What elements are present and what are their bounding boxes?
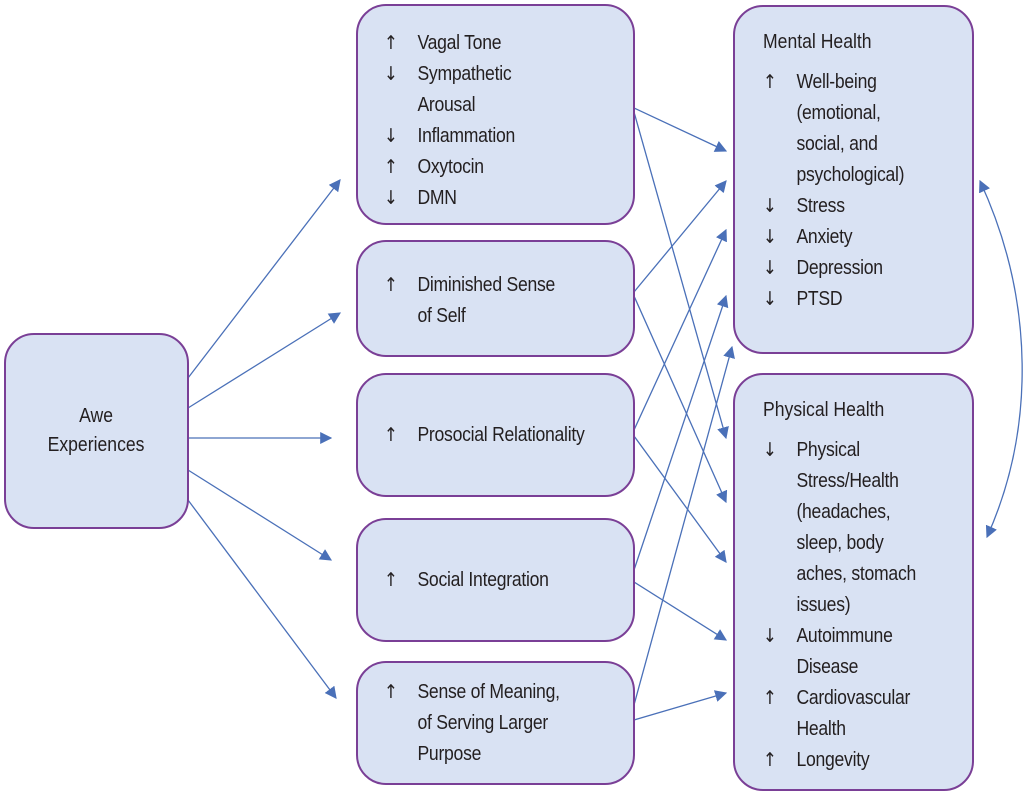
physiology-mechanism-box: ↑ Vagal Tone ↓ Sympathetic Arousal ↓ Inflam… <box>356 4 635 225</box>
up-arrow-icon: ↑ <box>384 681 398 703</box>
outcome-item: ↑ Well-being (emotional, social, and psyc… <box>763 67 947 191</box>
diminished-self-box: ↑ Diminished Sense of Self <box>356 240 635 357</box>
up-arrow-icon: ↑ <box>384 274 398 296</box>
link-meaning-to-mental-arrow <box>633 345 735 706</box>
outcome-item: ↓ Anxiety <box>763 222 947 253</box>
direction-arrow-icon: ↓ <box>763 195 777 217</box>
mechanism-text: Social Integration <box>417 568 549 591</box>
link-physiology-to-physical-arrow <box>633 111 729 440</box>
link-social-to-mental-arrow <box>633 294 729 571</box>
outcome-text: Autoimmune Disease <box>796 625 893 678</box>
mechanism-item: ↓ DMN <box>384 183 603 214</box>
link-self-to-physical-arrow <box>633 295 728 504</box>
direction-arrow-icon: ↑ <box>763 687 777 709</box>
link-meaning-to-physical-arrow <box>633 690 728 721</box>
mechanism-item: ↓ Sympathetic Arousal <box>384 59 603 121</box>
mechanism-text: Sense of Meaning, of Serving Larger Purp… <box>417 681 560 765</box>
outcome-text: Physical Stress/Health (headaches, sleep… <box>796 439 917 616</box>
outcome-item: ↓ PTSD <box>763 284 947 315</box>
mechanism-item: ↑ Prosocial Relationality <box>384 420 585 451</box>
direction-arrow-icon: ↓ <box>384 187 398 209</box>
direction-arrow-icon: ↓ <box>763 625 777 647</box>
outcome-item: ↑ Longevity <box>763 745 947 776</box>
physical-health-title: Physical Health <box>763 399 885 421</box>
sense-of-meaning-box: ↑ Sense of Meaning, of Serving Larger Pur… <box>356 661 635 785</box>
awe-experiences-box: Awe Experiences <box>4 333 189 529</box>
link-prosocial-to-mental-arrow <box>633 228 727 431</box>
link-awe-to-self-arrow <box>187 312 342 409</box>
up-arrow-icon: ↑ <box>384 423 398 446</box>
link-awe-to-meaning-arrow <box>187 499 337 699</box>
direction-arrow-icon: ↓ <box>763 288 777 310</box>
direction-arrow-icon: ↓ <box>384 125 398 147</box>
link-awe-to-physiology-arrow <box>187 179 341 379</box>
awe-experiences-label: Awe Experiences <box>48 405 145 456</box>
mechanism-item: ↑ Vagal Tone <box>384 28 603 59</box>
link-mental-physical-bidirectional-arrow <box>979 179 1023 539</box>
outcome-text: Anxiety <box>796 226 853 248</box>
outcome-item: ↓ Autoimmune Disease <box>763 621 947 683</box>
physical-health-box: Physical Health ↓ Physical Stress/Health … <box>733 373 974 791</box>
outcome-item: ↓ Physical Stress/Health (headaches, slee… <box>763 435 947 621</box>
link-social-to-physical-arrow <box>633 581 728 641</box>
mechanism-text: DMN <box>417 187 457 209</box>
mental-health-box: Mental Health ↑ Well-being (emotional, so… <box>733 5 974 354</box>
outcome-text: Stress <box>796 195 845 217</box>
mechanism-item: ↓ Inflammation <box>384 121 603 152</box>
outcome-item: ↑ Cardiovascular Health <box>763 683 947 745</box>
mechanism-item: ↑ Sense of Meaning, of Serving Larger Pur… <box>384 677 603 770</box>
mechanism-text: Oxytocin <box>417 156 484 178</box>
direction-arrow-icon: ↑ <box>384 156 398 178</box>
mechanism-text: Vagal Tone <box>417 32 502 54</box>
mechanism-text: Diminished Sense of Self <box>417 274 556 327</box>
outcome-item: ↓ Depression <box>763 253 947 284</box>
mental-health-title: Mental Health <box>763 31 872 53</box>
direction-arrow-icon: ↑ <box>763 71 777 93</box>
link-awe-to-social-arrow <box>187 469 333 561</box>
direction-arrow-icon: ↑ <box>763 749 777 771</box>
outcome-text: Longevity <box>796 749 870 771</box>
outcome-text: PTSD <box>796 288 843 310</box>
direction-arrow-icon: ↓ <box>763 257 777 279</box>
outcome-text: Well-being (emotional, social, and psych… <box>796 71 905 186</box>
outcome-item: ↓ Stress <box>763 191 947 222</box>
mechanism-item: ↑ Social Integration <box>384 565 549 596</box>
mechanism-item: ↑ Diminished Sense of Self <box>384 270 603 332</box>
social-integration-box: ↑ Social Integration <box>356 518 635 642</box>
link-physiology-to-mental-arrow <box>633 107 728 152</box>
prosocial-relationality-box: ↑ Prosocial Relationality <box>356 373 635 497</box>
link-prosocial-to-physical-arrow <box>633 435 727 563</box>
link-self-to-mental-arrow <box>633 180 727 293</box>
mechanism-text: Inflammation <box>417 125 516 147</box>
direction-arrow-icon: ↓ <box>763 226 777 248</box>
mechanism-text: Prosocial Relationality <box>417 423 585 446</box>
direction-arrow-icon: ↓ <box>763 439 777 461</box>
mechanism-text: Sympathetic Arousal <box>417 63 512 116</box>
outcome-text: Depression <box>796 257 883 279</box>
outcome-text: Cardiovascular Health <box>796 687 911 740</box>
direction-arrow-icon: ↓ <box>384 63 398 85</box>
direction-arrow-icon: ↑ <box>384 32 398 54</box>
mechanism-item: ↑ Oxytocin <box>384 152 603 183</box>
up-arrow-icon: ↑ <box>384 568 398 591</box>
